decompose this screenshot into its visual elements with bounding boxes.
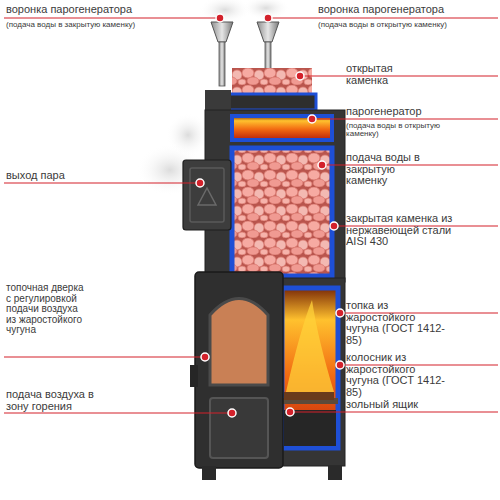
leader-dot xyxy=(228,409,236,417)
part-label: выход пара xyxy=(6,170,126,182)
leader-dot xyxy=(336,309,344,317)
leader-line xyxy=(4,17,220,18)
outlet-relief xyxy=(198,188,216,205)
part-label: колосник из жаростойкого чугуна (ГОСТ 14… xyxy=(346,352,446,398)
part-label: подача воздуха в зону горения xyxy=(6,389,101,412)
part-label: закрытая каменка из нержавеющей стали AI… xyxy=(346,213,456,248)
outlet-relief xyxy=(190,168,224,222)
steam-outlet xyxy=(183,160,231,230)
leader-dot xyxy=(336,361,344,369)
stove-top xyxy=(205,90,231,112)
part-label: подача воды в закрытую каменку xyxy=(346,152,428,187)
part-note: (подача воды в открытую каменку) xyxy=(318,21,498,29)
steam-generator xyxy=(228,94,316,110)
flame-tongue xyxy=(286,300,334,392)
part-label: воронка парогенератора xyxy=(318,4,498,16)
part-label: воронка парогенератора xyxy=(6,4,226,16)
leader-dot xyxy=(201,353,209,361)
door-handle xyxy=(190,365,198,387)
leader-line xyxy=(4,182,200,183)
leader-dot xyxy=(308,115,316,123)
leader-dot xyxy=(318,161,326,169)
part-note: (подача воды в закрытую каменку) xyxy=(6,21,226,29)
leader-dot xyxy=(216,14,224,22)
part-label: зольный ящик xyxy=(346,399,466,411)
stove-foot xyxy=(328,466,342,480)
leader-dot xyxy=(296,72,304,80)
leader-dot xyxy=(196,179,204,187)
firebox-flame xyxy=(282,288,338,448)
part-label: топочная дверка с регулировкой подачи во… xyxy=(6,283,84,336)
leader-line xyxy=(300,75,498,76)
part-label: парогенератор xyxy=(346,106,486,118)
part-note: (подача воды в открытую каменку) xyxy=(346,122,456,139)
leader-line xyxy=(290,411,498,412)
leader-line xyxy=(268,17,498,18)
open-stones xyxy=(232,68,312,96)
stove-foot xyxy=(202,466,216,480)
part-label: топка из жаростойкого чугуна (ГОСТ 1412-… xyxy=(346,300,446,346)
fire-door xyxy=(195,272,283,468)
leader-line xyxy=(312,118,498,119)
logs xyxy=(284,392,334,400)
steam-cloud xyxy=(166,113,210,157)
leader-line xyxy=(4,356,205,357)
leader-dot xyxy=(264,14,272,22)
closed-stones xyxy=(232,148,332,276)
ash-door xyxy=(210,398,268,458)
leader-line xyxy=(4,412,232,413)
leader-dot xyxy=(330,222,338,230)
part-label: открытая каменка xyxy=(346,63,426,86)
funnel-stem xyxy=(219,42,225,86)
funnel-cup xyxy=(211,22,233,42)
funnel-cup xyxy=(257,22,279,42)
door-glass xyxy=(210,299,268,386)
leader-dot xyxy=(286,408,294,416)
steam-cloud xyxy=(199,0,251,24)
